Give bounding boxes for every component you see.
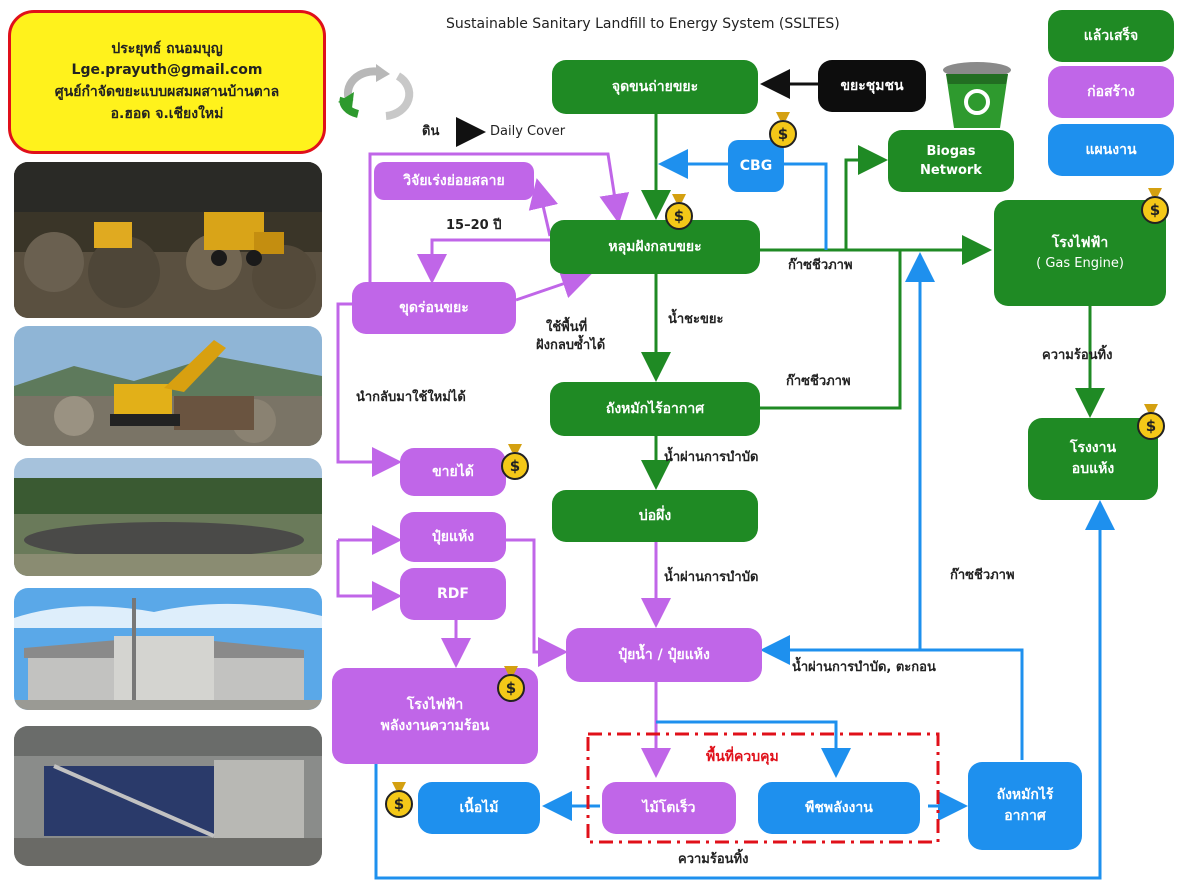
node-power-plant: โรงไฟฟ้า ( Gas Engine) [994,200,1166,306]
soil-cover-label: Daily Cover [490,124,566,139]
diagram-title: Sustainable Sanitary Landfill to Energy … [446,16,840,32]
node-fast-wood: ไม้โตเร็ว [602,782,736,834]
treated-water-label-1: น้ำผ่านการบำบัด [664,450,759,465]
node-dryer: โรงงาน อบแห้ง [1028,418,1158,500]
anaerobic-tank-2-line1: ถังหมักไร้ [996,787,1054,803]
photo-building [14,588,322,710]
legend-plan: แผนงาน [1048,124,1174,176]
money-bag-icon: $ [769,112,797,148]
legend-building: ก่อสร้าง [1048,66,1174,118]
recycle-bin-icon [943,62,1011,128]
years-label: 15–20 ปี [446,218,502,233]
reuse-area-label-1: ใช้พื้นที่ [546,320,588,335]
svg-text:$: $ [506,679,516,697]
node-liquid-fertilizer: ปุ๋ยน้ำ / ปุ๋ยแห้ง [566,628,762,682]
dryer-line1: โรงงาน [1069,440,1117,456]
waste-heat-label-2: ความร้อนทิ้ง [678,852,749,867]
node-landfill: หลุมฝังกลบขยะ [550,220,760,274]
author-name: ประยุทธ์ ถนอมบุญ [111,40,223,57]
waste-heat-label-1: ความร้อนทิ้ง [1042,348,1113,363]
biogas-network-line2: Network [920,163,982,178]
photo-covered-pond [14,458,322,576]
money-bag-icon: $ [385,782,413,818]
node-rdf: RDF [400,568,506,620]
svg-text:$: $ [778,125,788,143]
legend-done: แล้วเสร็จ [1048,10,1174,62]
node-anaerobic-tank-2: ถังหมักไร้ อากาศ [968,762,1082,850]
svg-text:$: $ [1146,417,1156,435]
svg-text:$: $ [394,795,404,813]
biogas-label-2: ก๊าซชีวภาพ [786,374,851,389]
treated-sediment-label: น้ำผ่านการบำบัด, ตะกอน [792,660,936,675]
leachate-label: น้ำชะขยะ [668,312,724,327]
money-bag-icon: $ [665,194,693,230]
power-plant-line2: ( Gas Engine) [1036,255,1124,271]
node-energy-crops: พืชพลังงาน [758,782,920,834]
power-plant-line1: โรงไฟฟ้า [1051,234,1109,251]
node-biogas-network: Biogas Network [888,130,1014,192]
biogas-label-3: ก๊าซชีวภาพ [950,568,1015,583]
author-email: Lge.prayuth@gmail.com [71,62,263,79]
photo-excavator [14,326,322,446]
soil-cover-prefix: ดิน [422,124,440,139]
node-settling-pond: บ่อผึ่ง [552,490,758,542]
node-community-waste: ขยะชุมชน [818,60,926,112]
svg-text:$: $ [510,457,520,475]
reuse-area-label-2: ฝังกลบซ้ำได้ [536,338,606,353]
controlled-area-label: พื้นที่ควบคุม [706,749,779,765]
anaerobic-tank-2-line2: อากาศ [1004,808,1046,824]
center-location: อ.ฮอด จ.เชียงใหม่ [110,105,224,122]
node-sellable: ขายได้ [400,448,506,496]
node-dry-fertilizer: ปุ๋ยแห้ง [400,512,506,562]
node-anaerobic-tank: ถังหมักไร้อากาศ [550,382,760,436]
biogas-label-1: ก๊าซชีวภาพ [788,258,853,273]
dryer-line2: อบแห้ง [1071,461,1115,477]
money-bag-icon: $ [501,444,529,480]
center-name: ศูนย์กำจัดขยะแบบผสมผสานบ้านตาล [54,84,280,100]
money-bag-icon: $ [1137,404,1165,440]
node-collection-point: จุดขนถ่ายขยะ [552,60,758,114]
treated-water-label-2: น้ำผ่านการบำบัด [664,570,759,585]
money-bag-icon: $ [1141,188,1169,224]
node-timber: เนื้อไม้ [418,782,540,834]
node-cbg: CBG [728,140,784,192]
reusable-label: นำกลับมาใช้ใหม่ได้ [356,390,466,405]
svg-text:$: $ [1150,201,1160,219]
photo-landfill-trucks [14,162,322,318]
thermal-plant-line2: พลังงานความร้อน [380,718,490,734]
photo-machinery [14,726,322,866]
svg-text:$: $ [674,207,684,225]
biogas-network-line1: Biogas [926,143,976,159]
node-research: วิจัยเร่งย่อยสลาย [374,162,534,200]
author-info-card: ประยุทธ์ ถนอมบุญ Lge.prayuth@gmail.com ศ… [8,10,326,154]
money-bag-icon: $ [497,666,525,702]
node-excavate: ขุดร่อนขยะ [352,282,516,334]
recycle-arrows-icon [338,64,414,120]
thermal-plant-line1: โรงไฟฟ้า [406,697,464,713]
